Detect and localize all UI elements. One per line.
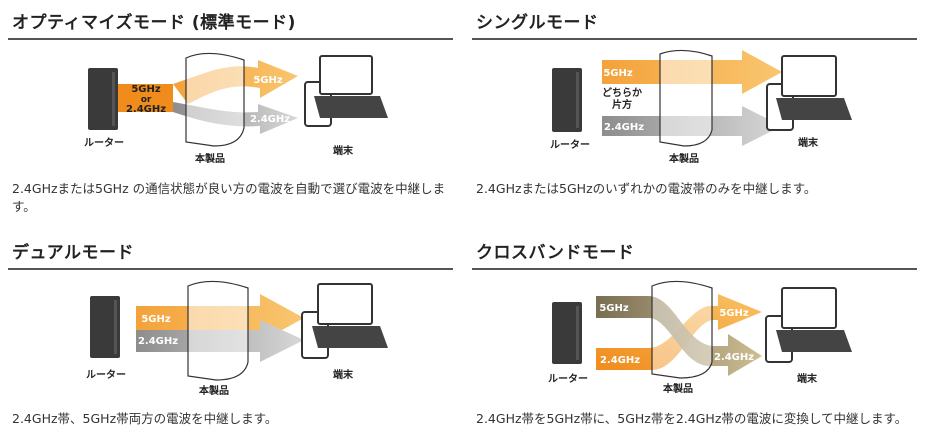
repeater-icon: [651, 280, 713, 379]
label-router: ルーター: [550, 139, 590, 151]
label-24ghz: 2.4GHz: [138, 336, 178, 347]
label-input-5ghz: 5GHz: [131, 84, 161, 95]
panel-title: シングルモード: [476, 13, 599, 33]
panel-title: クロスバンドモード: [476, 243, 635, 263]
repeater-icon: [659, 49, 713, 147]
label-product: 本製品: [199, 384, 229, 397]
label-input-24ghz: 2.4GHz: [126, 104, 166, 115]
label-5ghz: 5GHz: [603, 68, 633, 79]
laptop-icon: [319, 55, 373, 95]
single-mode-diagram: 5GHz どちらか 片方 2.4GHz ルーター 本製品 端末: [550, 49, 852, 165]
label-router: ルーター: [86, 369, 126, 381]
label-out-5ghz: 5GHz: [253, 75, 283, 86]
laptop-icon: [317, 283, 373, 325]
label-either-1: どちらか: [602, 86, 642, 99]
label-router: ルーター: [84, 137, 124, 149]
laptop-icon: [781, 55, 837, 97]
panel-description: 2.4GHzまたは5GHzのいずれかの電波帯のみを中継します。: [476, 181, 817, 196]
label-5ghz: 5GHz: [141, 314, 171, 325]
divider: [8, 38, 453, 40]
panel-title: デュアルモード: [12, 243, 134, 263]
panel-optimize-mode: オプティマイズモード (標準モード) 5GHz or 2.4GHz 5GHz 2…: [8, 2, 461, 214]
label-device: 端末: [333, 368, 354, 381]
dual-mode-diagram: 5GHz 2.4GHz ルーター 本製品 端末: [86, 280, 388, 397]
crossband-mode-diagram: 5GHz 5GHz 2.4GHz 2.4GHz ルーター 本製品 端末: [548, 280, 852, 395]
label-in-5ghz: 5GHz: [599, 303, 629, 314]
router-icon: [90, 296, 120, 358]
router-icon: [552, 68, 582, 132]
panel-title: オプティマイズモード (標準モード): [12, 13, 296, 33]
arrow-5ghz-to-24ghz: [596, 296, 762, 376]
divider: [472, 38, 917, 40]
label-device: 端末: [798, 136, 819, 149]
laptop-icon: [781, 287, 837, 329]
label-24ghz: 2.4GHz: [604, 122, 644, 133]
label-product: 本製品: [669, 152, 699, 165]
router-icon: [88, 68, 118, 130]
label-in-24ghz: 2.4GHz: [600, 355, 640, 366]
divider: [8, 268, 453, 270]
panel-description: 2.4GHzまたは5GHz の通信状態が良い方の電波を自動で選び電波を中継します…: [12, 181, 446, 214]
panel-description: 2.4GHz帯を5GHz帯に、5GHz帯を2.4GHz帯の電波に変換して中継しま…: [476, 411, 908, 426]
label-device: 端末: [797, 372, 818, 385]
panel-description: 2.4GHz帯、5GHz帯両方の電波を中継します。: [12, 411, 278, 426]
panel-single-mode: シングルモード 5GHz どちらか 片方 2.4GHz ルーター 本製品 端末 …: [472, 2, 925, 212]
label-either-2: 片方: [612, 98, 632, 111]
input-arrow: [118, 84, 173, 112]
router-icon: [552, 302, 582, 364]
panel-dual-mode: デュアルモード 5GHz 2.4GHz ルーター 本製品 端末 2.4GHz帯、…: [8, 232, 461, 442]
repeater-icon: [187, 280, 249, 381]
label-out-24ghz: 2.4GHz: [250, 114, 290, 125]
label-product: 本製品: [195, 152, 225, 165]
label-out-24ghz: 2.4GHz: [714, 352, 754, 363]
label-router: ルーター: [548, 373, 588, 385]
divider: [472, 268, 917, 270]
label-device: 端末: [333, 144, 354, 157]
label-product: 本製品: [663, 382, 693, 395]
panel-crossband-mode: クロスバンドモード 5GHz 5GHz 2.4GHz 2.4GHz ルーター 本…: [472, 232, 925, 442]
repeater-icon: [185, 52, 245, 147]
optimize-mode-diagram: 5GHz or 2.4GHz 5GHz 2.4GHz ルーター 本製品 端末: [84, 52, 388, 165]
label-input-or: or: [141, 95, 152, 105]
label-out-5ghz: 5GHz: [719, 308, 749, 319]
